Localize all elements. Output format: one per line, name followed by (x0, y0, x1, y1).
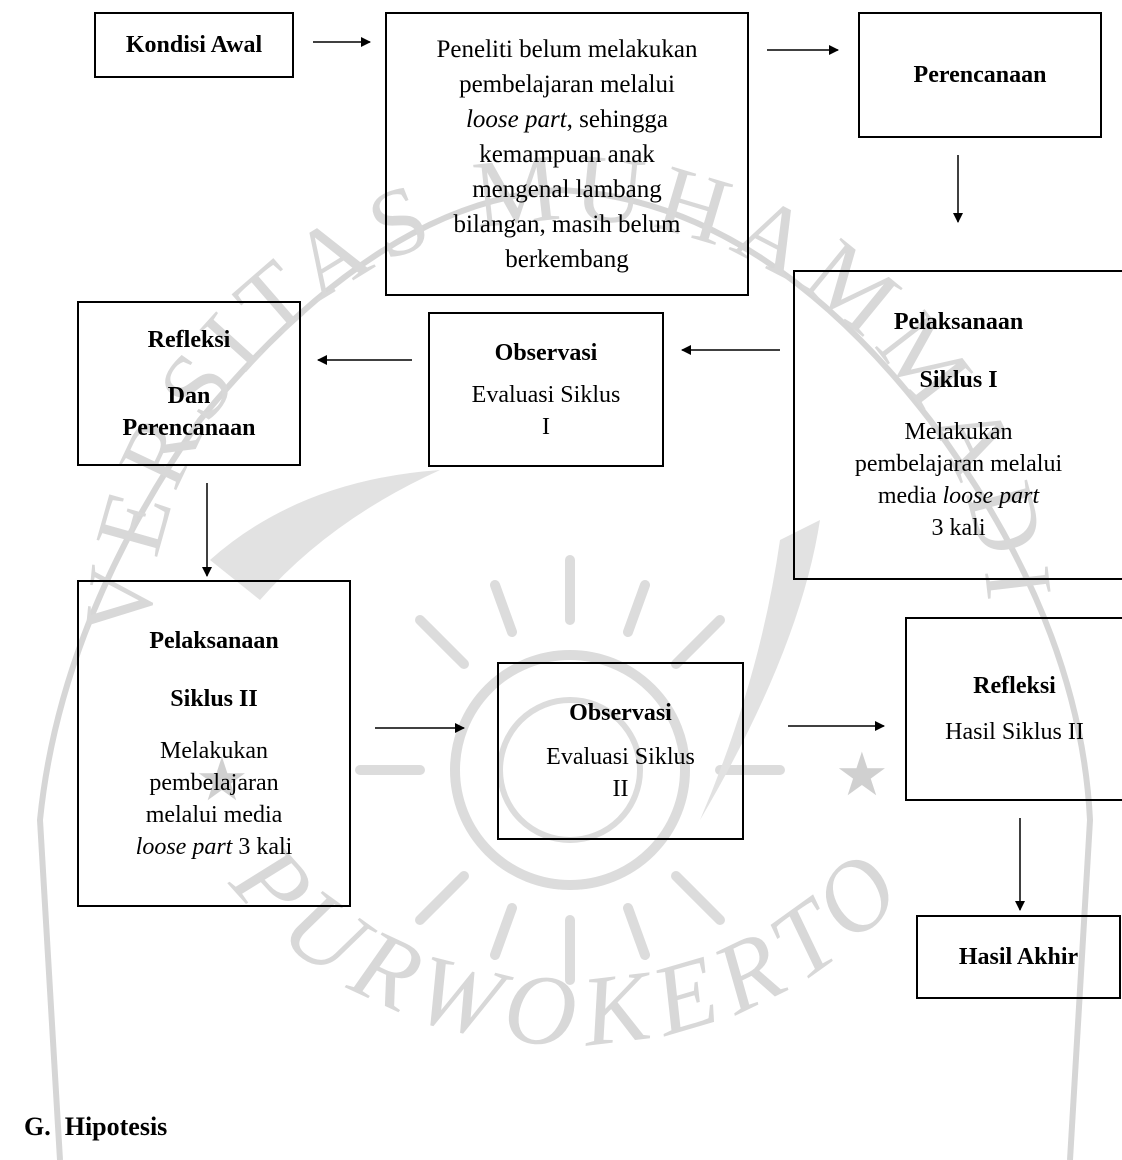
loose-part-term: loose part (942, 483, 1040, 509)
kondisi-desc-line7: berkembang (505, 245, 629, 273)
pelaksanaan1-line3: media loose part (878, 480, 1039, 512)
section-title: Hipotesis (64, 1112, 168, 1141)
watermark-sun-emblem (355, 555, 785, 985)
section-heading: G. Hipotesis (24, 1112, 181, 1142)
observasi2-title: Observasi (569, 700, 672, 726)
observasi1-line2: I (542, 413, 550, 440)
box-observasi-2: Observasi Evaluasi Siklus II (497, 662, 744, 840)
pelaksanaan2-title: Pelaksanaan (149, 627, 279, 654)
box-kondisi-description: Peneliti belum melakukan pembelajaran me… (385, 12, 749, 296)
watermark-laurel-left (210, 470, 440, 600)
kondisi-desc-line6: bilangan, masih belum (453, 210, 681, 238)
pelaksanaan1-title: Pelaksanaan (893, 309, 1024, 335)
refleksi2-line1: Hasil Siklus II (945, 719, 1084, 745)
refleksi1-title: Refleksi (147, 326, 231, 353)
pelaksanaan2-subtitle: Siklus II (170, 685, 258, 712)
pelaksanaan2-line1: Melakukan (160, 737, 268, 764)
pelaksanaan1-line3-pre: media (877, 483, 943, 509)
pelaksanaan2-line2: pembelajaran (149, 769, 279, 796)
hasil-akhir-title: Hasil Akhir (958, 944, 1079, 970)
pelaksanaan1-line2: pembelajaran melalui (854, 451, 1063, 477)
watermark-star-right: ★ (835, 742, 889, 808)
pelaksanaan1-subtitle: Siklus I (919, 367, 998, 393)
observasi2-line2: II (612, 776, 629, 802)
observasi1-title: Observasi (494, 339, 598, 366)
box-pelaksanaan-siklus-1: Pelaksanaan Siklus I Melakukan pembelaja… (793, 270, 1122, 580)
box-hasil-akhir: Hasil Akhir (916, 915, 1121, 999)
refleksi1-line1: Dan (167, 382, 211, 409)
perencanaan-title: Perencanaan (913, 62, 1047, 88)
kondisi-desc-line3: loose part, sehingga (466, 102, 668, 137)
kondisi-desc-line2: pembelajaran melalui (459, 70, 675, 98)
box-kondisi-awal: Kondisi Awal (94, 12, 294, 78)
pelaksanaan2-line4: loose part 3 kali (136, 831, 293, 863)
watermark-star-left: ★ (195, 747, 249, 813)
observasi2-line1: Evaluasi Siklus (546, 744, 695, 770)
refleksi2-title: Refleksi (973, 673, 1056, 699)
watermark-laurel-right (700, 520, 820, 820)
kondisi-desc-line4: kemampuan anak (479, 140, 655, 168)
loose-part-term: loose part (465, 105, 567, 133)
loose-part-term: loose part (135, 833, 233, 860)
box-pelaksanaan-siklus-2: Pelaksanaan Siklus II Melakukan pembelaj… (77, 580, 351, 907)
kondisi-desc-line5: mengenal lambang (472, 175, 662, 203)
pelaksanaan2-line4-rest: 3 kali (232, 833, 293, 860)
kondisi-desc-line1: Peneliti belum melakukan (436, 35, 698, 63)
box-observasi-1: Observasi Evaluasi Siklus I (428, 312, 664, 467)
watermark-outer-arc (36, 186, 1094, 1160)
pelaksanaan1-line4: 3 kali (931, 515, 986, 541)
observasi1-line1: Evaluasi Siklus (471, 381, 621, 408)
box-perencanaan: Perencanaan (858, 12, 1102, 138)
pelaksanaan1-line1: Melakukan (904, 419, 1013, 445)
pelaksanaan2-line3: melalui media (145, 801, 283, 828)
kondisi-desc-line3-rest: , sehingga (566, 105, 669, 133)
box-refleksi-2: Refleksi Hasil Siklus II (905, 617, 1122, 801)
section-letter: G. (24, 1112, 51, 1141)
refleksi1-line2: Perencanaan (122, 414, 256, 441)
box-refleksi-1: Refleksi Dan Perencanaan (77, 301, 301, 466)
kondisi-awal-title: Kondisi Awal (125, 32, 263, 58)
